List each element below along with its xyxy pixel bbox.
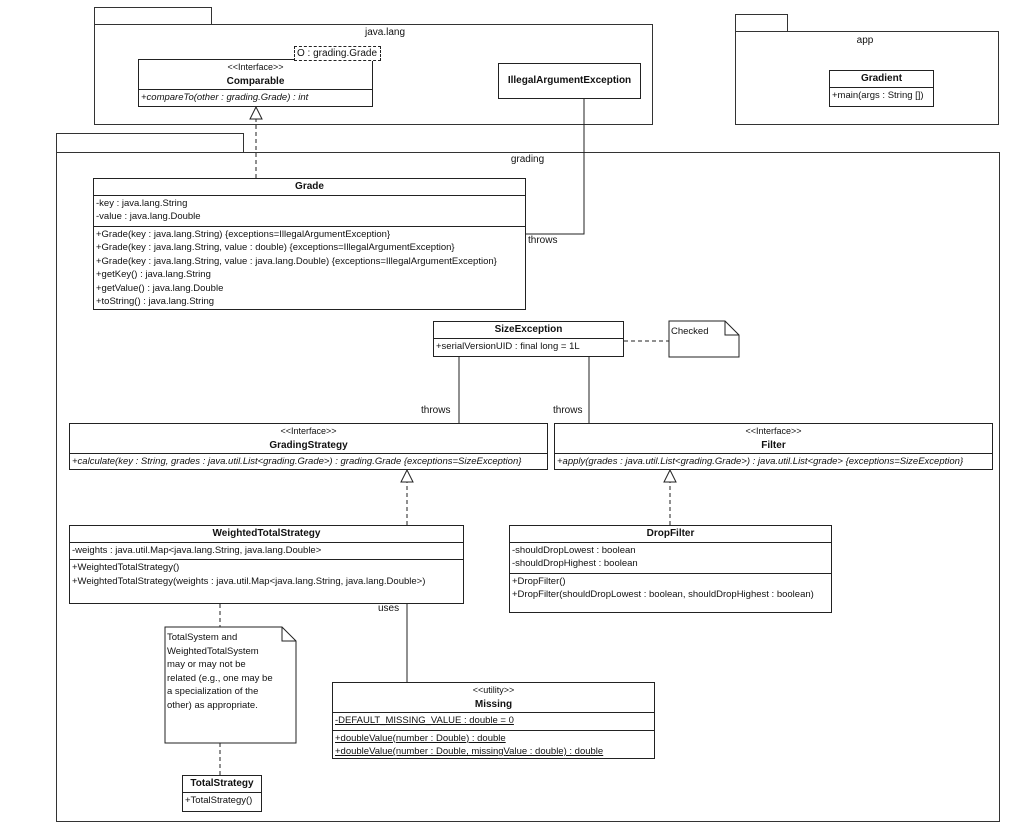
class-grading-strategy[interactable]: <<Interface>> GradingStrategy +calculate… bbox=[69, 423, 548, 470]
class-name: GradingStrategy bbox=[269, 439, 348, 451]
label-throws-grading-strategy: throws bbox=[421, 405, 451, 416]
stereotype-label: <<utility>> bbox=[472, 685, 515, 695]
class-name: SizeException bbox=[494, 324, 563, 335]
class-name: DropFilter bbox=[646, 528, 695, 539]
stereotype-label: <<Interface>> bbox=[745, 426, 802, 436]
class-illegal-argument-exception[interactable]: IllegalArgumentException bbox=[498, 63, 641, 99]
class-gradient[interactable]: Gradient +main(args : String []) bbox=[829, 70, 934, 107]
operation-double-value-2: +doubleValue(number : Double, missingVal… bbox=[335, 746, 604, 757]
note-line: other) as appropriate. bbox=[167, 699, 258, 711]
note-checked-label: Checked bbox=[671, 326, 709, 337]
class-name: Gradient bbox=[860, 73, 903, 84]
stereotype-label: <<Interface>> bbox=[227, 62, 284, 72]
operation-grade-ctor-3: +Grade(key : java.lang.String, value : j… bbox=[96, 255, 497, 267]
stereotype-label: <<Interface>> bbox=[280, 426, 337, 436]
class-size-exception[interactable]: SizeException +serialVersionUID : final … bbox=[433, 321, 624, 357]
note-line: related (e.g., one may be bbox=[167, 672, 273, 684]
class-name: Filter bbox=[761, 439, 786, 451]
operation-calculate: +calculate(key : String, grades : java.u… bbox=[72, 456, 522, 467]
class-filter[interactable]: <<Interface>> Filter +apply(grades : jav… bbox=[554, 423, 993, 470]
template-parameter: O : grading.Grade bbox=[294, 46, 381, 61]
attribute-value: -value : java.lang.Double bbox=[96, 211, 201, 222]
operation-drop-filter-ctor-2: +DropFilter(shouldDropLowest : boolean, … bbox=[512, 589, 814, 600]
package-app[interactable] bbox=[735, 31, 999, 125]
operation-apply: +apply(grades : java.util.List<grading.G… bbox=[557, 456, 964, 467]
attribute-key: -key : java.lang.String bbox=[96, 197, 188, 209]
class-name: Grade bbox=[295, 181, 324, 192]
class-total-strategy[interactable]: TotalStrategy +TotalStrategy() bbox=[182, 775, 262, 812]
operation-main: +main(args : String []) bbox=[832, 89, 924, 101]
package-grading-name: grading bbox=[510, 154, 545, 165]
note-line: WeightedTotalSystem bbox=[167, 645, 259, 657]
class-comparable[interactable]: <<Interface>> Comparable +compareTo(othe… bbox=[138, 59, 373, 107]
attribute-should-drop-highest: -shouldDropHighest : boolean bbox=[512, 558, 638, 569]
operation-get-value: +getValue() : java.lang.Double bbox=[96, 282, 224, 294]
operation-drop-filter-ctor-1: +DropFilter() bbox=[512, 575, 566, 587]
class-name: WeightedTotalStrategy bbox=[212, 528, 321, 539]
class-name: Missing bbox=[474, 698, 513, 710]
package-java-lang-tab bbox=[94, 7, 212, 25]
operation-wts-ctor-2: +WeightedTotalStrategy(weights : java.ut… bbox=[72, 575, 426, 587]
label-throws-grade: throws bbox=[528, 235, 558, 246]
attribute-default-missing-value: -DEFAULT_MISSING_VALUE : double = 0 bbox=[335, 715, 514, 726]
package-grading-tab bbox=[56, 133, 244, 153]
label-uses: uses bbox=[378, 603, 400, 614]
operation-total-strategy-ctor: +TotalStrategy() bbox=[185, 794, 253, 806]
note-total-system-text: TotalSystem and WeightedTotalSystem may … bbox=[165, 627, 290, 727]
class-name: IllegalArgumentException bbox=[507, 75, 632, 86]
label-throws-filter: throws bbox=[553, 405, 583, 416]
note-checked-text: Checked bbox=[669, 321, 729, 341]
note-line: a specialization of the bbox=[167, 686, 259, 697]
operation-grade-ctor-1: +Grade(key : java.lang.String) {exceptio… bbox=[96, 228, 391, 240]
attribute-serial-version-uid: +serialVersionUID : final long = 1L bbox=[436, 340, 580, 352]
operation-double-value-1: +doubleValue(number : Double) : double bbox=[335, 732, 506, 744]
package-app-tab bbox=[735, 14, 788, 32]
note-line: TotalSystem and bbox=[167, 632, 238, 643]
note-line: may or may not be bbox=[167, 659, 246, 670]
attribute-weights: -weights : java.util.Map<java.lang.Strin… bbox=[72, 544, 322, 556]
class-drop-filter[interactable]: DropFilter -shouldDropLowest : boolean -… bbox=[509, 525, 832, 613]
class-missing[interactable]: <<utility>> Missing -DEFAULT_MISSING_VAL… bbox=[332, 682, 655, 759]
class-weighted-total-strategy[interactable]: WeightedTotalStrategy -weights : java.ut… bbox=[69, 525, 464, 604]
operation-wts-ctor-1: +WeightedTotalStrategy() bbox=[72, 562, 180, 573]
package-java-lang[interactable] bbox=[94, 24, 653, 125]
package-java-lang-name: java.lang bbox=[364, 27, 406, 38]
operation-compare-to: +compareTo(other : grading.Grade) : int bbox=[141, 92, 309, 103]
package-app-name: app bbox=[856, 35, 874, 46]
operation-grade-ctor-2: +Grade(key : java.lang.String, value : d… bbox=[96, 242, 455, 253]
operation-get-key: +getKey() : java.lang.String bbox=[96, 269, 211, 280]
operation-to-string: +toString() : java.lang.String bbox=[96, 296, 215, 307]
class-grade[interactable]: Grade -key : java.lang.String -value : j… bbox=[93, 178, 526, 310]
class-name: TotalStrategy bbox=[190, 778, 254, 789]
attribute-should-drop-lowest: -shouldDropLowest : boolean bbox=[512, 544, 636, 556]
class-name: Comparable bbox=[226, 75, 285, 87]
